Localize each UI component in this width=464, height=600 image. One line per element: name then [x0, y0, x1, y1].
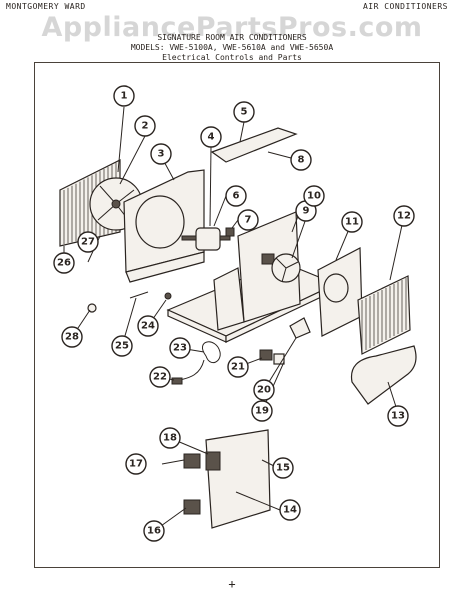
header-left: MONTGOMERY WARD: [6, 2, 86, 11]
top-cover-part: [210, 127, 298, 163]
callout-1: 1: [113, 85, 135, 107]
drain-tray-part: [350, 345, 417, 405]
footer-mark: +: [228, 577, 235, 591]
capacitor-part: [259, 349, 273, 361]
callout-3: 3: [150, 143, 172, 165]
svg-text:15: 15: [276, 463, 290, 474]
svg-text:26: 26: [57, 258, 71, 269]
blower-wheel-part: [271, 253, 301, 283]
callout-16: 16: [143, 520, 165, 542]
callout-17: 17: [125, 453, 147, 475]
evaporator-panel-part: [317, 247, 363, 337]
rear-coil-part: [357, 275, 411, 355]
svg-text:7: 7: [245, 215, 252, 226]
callout-20: 20: [253, 379, 275, 401]
callout-8: 8: [290, 149, 312, 171]
svg-text:4: 4: [208, 132, 215, 143]
svg-text:25: 25: [115, 341, 129, 352]
tube-part: [129, 291, 149, 299]
svg-text:20: 20: [257, 385, 271, 396]
callout-14: 14: [279, 499, 301, 521]
callout-25: 25: [111, 335, 133, 357]
selector-switch-part: [183, 453, 201, 469]
svg-text:13: 13: [391, 411, 405, 422]
callout-24: 24: [137, 315, 159, 337]
fan-motor-part: [181, 227, 231, 251]
svg-text:8: 8: [298, 155, 305, 166]
callout-13: 13: [387, 405, 409, 427]
svg-text:3: 3: [158, 149, 165, 160]
svg-text:22: 22: [153, 372, 167, 383]
svg-text:16: 16: [147, 526, 161, 537]
callout-21: 21: [227, 356, 249, 378]
switch-part: [183, 499, 201, 515]
svg-text:11: 11: [345, 217, 359, 228]
callout-5: 5: [233, 101, 255, 123]
callout-10: 10: [303, 185, 325, 207]
callout-26: 26: [53, 252, 75, 274]
relay-cover-part: [289, 317, 311, 339]
svg-text:21: 21: [231, 362, 245, 373]
relay-part: [273, 353, 285, 365]
shroud-panel-part: [123, 169, 205, 283]
thermostat-part: [205, 451, 221, 471]
callout-6: 6: [225, 185, 247, 207]
svg-text:27: 27: [81, 237, 95, 248]
svg-text:12: 12: [397, 211, 411, 222]
title-line-1: SIGNATURE ROOM AIR CONDITIONERS: [157, 33, 307, 42]
callout-28: 28: [61, 326, 83, 348]
svg-text:23: 23: [173, 343, 187, 354]
callout-4: 4: [200, 126, 222, 148]
plug-part: [171, 377, 183, 385]
title-line-3: Electrical Controls and Parts: [162, 53, 302, 62]
screw-part: [164, 292, 172, 300]
callout-22: 22: [149, 366, 171, 388]
callout-12: 12: [393, 205, 415, 227]
bracket-part: [225, 227, 235, 237]
control-panel-part: [205, 429, 271, 529]
partition-part: [213, 211, 301, 331]
svg-text:14: 14: [283, 505, 297, 516]
diagram-frame: [34, 62, 440, 568]
svg-text:19: 19: [255, 406, 269, 417]
svg-text:17: 17: [129, 459, 143, 470]
callout-7: 7: [237, 209, 259, 231]
svg-text:10: 10: [307, 191, 321, 202]
watermark: AppliancePartsPros.com: [41, 12, 423, 43]
callout-11: 11: [341, 211, 363, 233]
callout-2: 2: [134, 115, 156, 137]
title-line-2: MODELS: VWE-5100A, VWE-5610A and VWE-565…: [130, 43, 334, 52]
callout-19: 19: [251, 400, 273, 422]
svg-text:24: 24: [141, 321, 155, 332]
svg-text:2: 2: [142, 121, 149, 132]
callout-18: 18: [159, 427, 181, 449]
header-right: AIR CONDITIONERS: [362, 2, 448, 11]
callout-27: 27: [77, 231, 99, 253]
callout-23: 23: [169, 337, 191, 359]
svg-text:6: 6: [233, 191, 240, 202]
svg-text:9: 9: [303, 206, 310, 217]
svg-text:18: 18: [163, 433, 177, 444]
svg-text:1: 1: [121, 91, 128, 102]
svg-text:5: 5: [241, 107, 248, 118]
callout-15: 15: [272, 457, 294, 479]
svg-text:28: 28: [65, 332, 79, 343]
